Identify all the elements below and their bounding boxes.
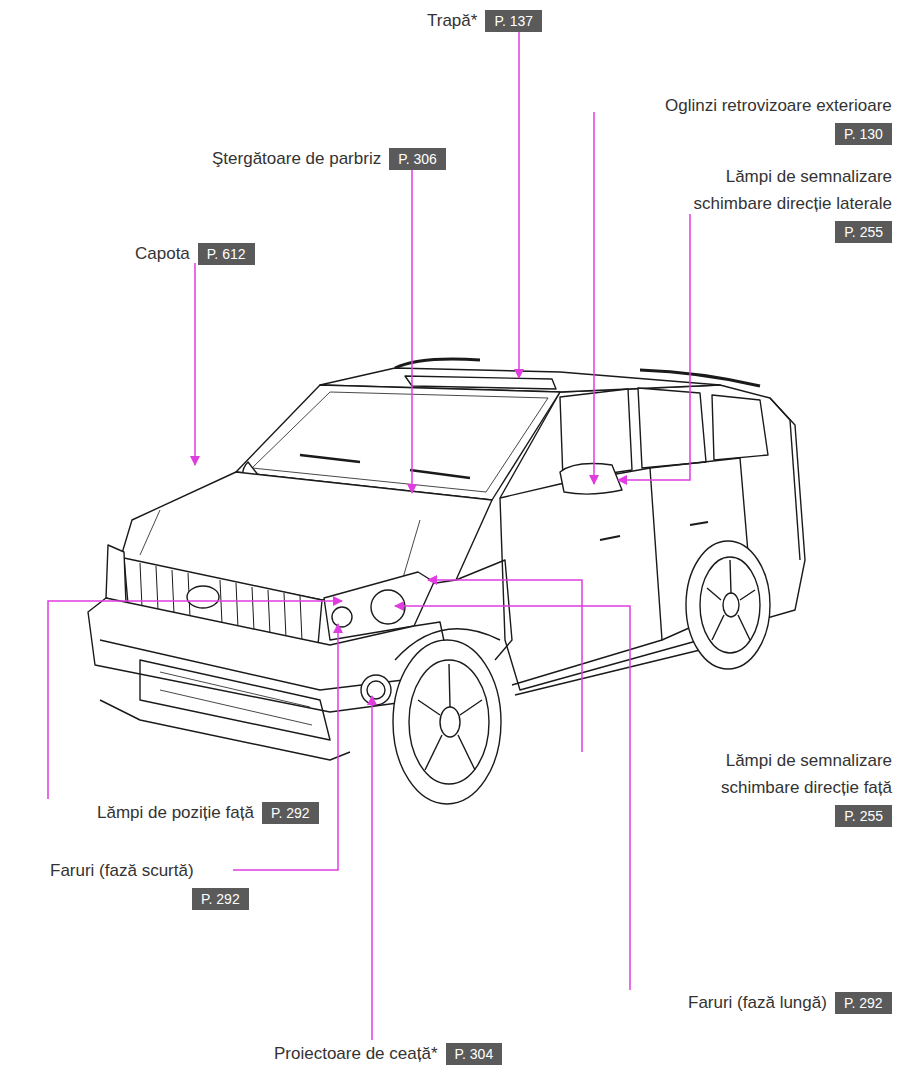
car-outline	[770, 398, 800, 560]
leader-line	[518, 31, 520, 378]
car-outline	[707, 560, 755, 640]
page-reference: P. 612	[198, 243, 255, 265]
page-reference: P. 306	[389, 148, 446, 170]
page-reference: P. 304	[446, 1043, 503, 1065]
part-name: Lămpi de poziție față	[97, 799, 254, 826]
leader-line	[618, 214, 690, 480]
leader-line	[48, 31, 690, 1040]
car-outline	[515, 650, 700, 695]
part-name: Lămpi de semnalizare schimbare direcție …	[662, 747, 892, 801]
leader-line	[233, 624, 338, 870]
callout-group: Faruri (fază scurtă) P. 292	[50, 857, 249, 910]
car-outline	[332, 607, 352, 627]
leader-line	[395, 606, 630, 990]
car-outline	[712, 395, 768, 460]
car-outline	[700, 557, 760, 653]
car-outline	[440, 707, 460, 737]
leader-line	[371, 696, 373, 1040]
car-outline	[393, 640, 501, 804]
part-name: Faruri (fază lungă)	[688, 989, 827, 1016]
car-outline	[686, 541, 770, 669]
car-outline	[638, 388, 706, 468]
car-outline	[418, 664, 482, 770]
car-outline	[106, 545, 126, 604]
page-reference: P. 130	[835, 123, 892, 145]
page-reference: P. 255	[835, 221, 892, 243]
callout-group: Faruri (fază lungă) P. 292	[688, 989, 892, 1016]
page-reference: P. 292	[192, 888, 249, 910]
car-outline	[160, 672, 312, 725]
part-name: Faruri (fază scurtă)	[50, 857, 194, 884]
callout-group: Lămpi de poziție față P. 292	[97, 799, 319, 826]
callout-group: Lămpi de semnalizare schimbare direcție …	[662, 747, 892, 827]
part-name: Lămpi de semnalizare schimbare direcție …	[662, 163, 892, 217]
car-outline	[500, 468, 662, 685]
page-reference: P. 292	[835, 992, 892, 1014]
car-outline	[395, 629, 500, 660]
page-reference: P. 255	[835, 805, 892, 827]
car-outline	[361, 675, 391, 705]
leader-line	[194, 263, 196, 465]
car-outline	[88, 598, 448, 712]
car-outline	[100, 700, 350, 760]
car-outline	[300, 455, 470, 478]
car-outline	[187, 586, 219, 608]
car-outline	[252, 392, 548, 492]
part-name: Trapă*	[427, 7, 477, 34]
callout-group: Oglinzi retrovizoare exterioare P. 130	[665, 92, 892, 145]
car-outline	[723, 593, 739, 617]
car-outline	[371, 590, 405, 624]
part-name: Capota	[135, 240, 190, 267]
car-outline	[560, 464, 622, 495]
leader-line	[593, 112, 595, 484]
part-name: Ştergătoare de parbriz	[212, 145, 381, 172]
callout-group: Capota P. 612	[135, 240, 255, 267]
car-outline	[367, 681, 385, 699]
car-outline	[405, 376, 556, 389]
callout-group: Proiectoare de ceață* P. 304	[274, 1040, 502, 1067]
car-outline	[600, 522, 708, 540]
part-name: Oglinzi retrovizoare exterioare	[665, 92, 892, 119]
callout-group: Trapă* P. 137	[427, 7, 542, 34]
page-reference: P. 137	[485, 10, 542, 32]
leader-line	[411, 167, 413, 493]
part-name: Proiectoare de ceață*	[274, 1040, 438, 1067]
callout-group: Ştergătoare de parbriz P. 306	[212, 145, 446, 172]
leader-line	[48, 601, 342, 799]
car-outline	[500, 385, 805, 690]
car-outline	[140, 660, 330, 740]
page-reference: P. 292	[262, 802, 319, 824]
callout-group: Lămpi de semnalizare schimbare direcție …	[662, 163, 892, 243]
car-outline	[409, 660, 489, 784]
